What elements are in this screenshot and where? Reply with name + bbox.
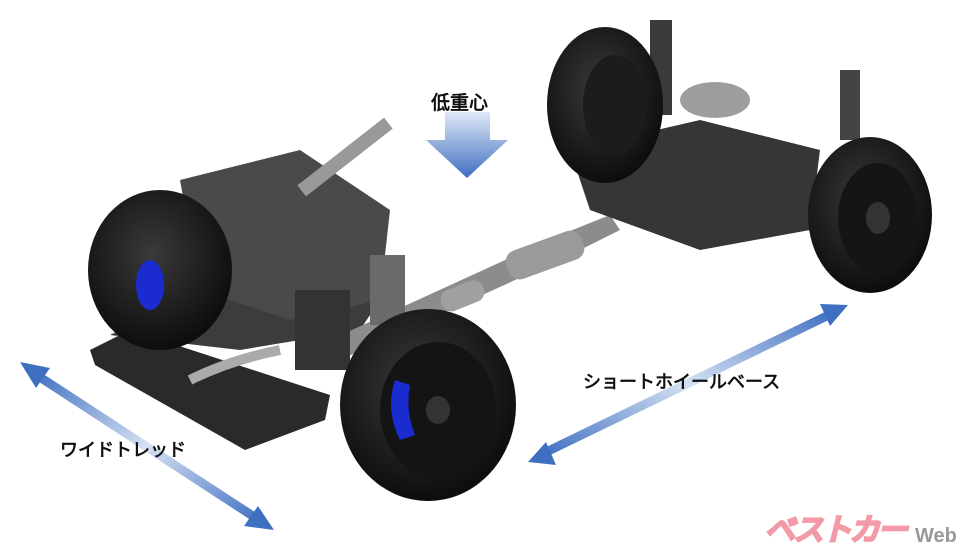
short-wheelbase-label: ショートホイールベース [583, 372, 781, 393]
wheel-rear-right [808, 137, 932, 293]
wide-tread-arrow [20, 362, 274, 530]
logo-main: ベストカー [764, 512, 909, 549]
wheel-front-left [88, 190, 232, 350]
low-center-of-gravity-label: 低重心 [431, 92, 489, 114]
bestcar-web-logo: ベストカー Web [764, 505, 957, 555]
wheel-rear-left [547, 27, 663, 183]
wide-tread-label: ワイドトレッド [60, 440, 186, 461]
wheelbase-arrow [528, 304, 848, 465]
front-suspension [180, 117, 405, 385]
logo-sub: Web [915, 525, 957, 547]
wheel-front-right [340, 309, 516, 501]
low-center-arrow [426, 112, 508, 178]
